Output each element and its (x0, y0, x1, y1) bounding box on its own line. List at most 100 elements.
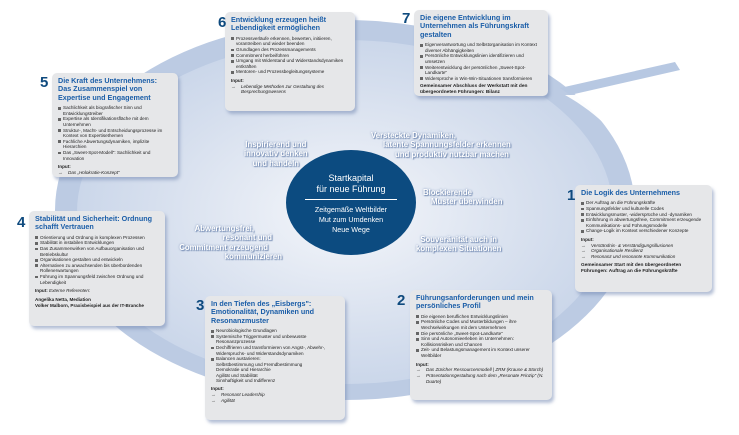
module-item: Die eigenen beruflichen Entwicklungslini… (416, 314, 546, 320)
module-item: Weiterentwicklung der persönlichen „Swee… (420, 65, 542, 76)
input-text: Resonant Leadership (221, 392, 265, 398)
motto-versteckte-dynamiken: Versteckte Dynamiken, latente Spannungsf… (371, 131, 511, 159)
input-item: →Präsentationsgestaltung nach dem „Reson… (416, 373, 546, 384)
module-item: Umgang mit Widerstand und Widerstandsdyn… (231, 58, 349, 69)
module-item: Das „Sweet-Spot-Modell": Sachlichkeit un… (58, 150, 172, 161)
module-2-title: Führungsanforderungen und mein persönlic… (416, 293, 534, 311)
module-1-title: Die Logik des Unternehmens (581, 188, 681, 197)
module-subitem: Demokratie und Hierarchie (216, 367, 271, 373)
module-item: Sinn und Autonomieerleben im Unternehmen… (416, 336, 546, 347)
module-item: Führung im Spannungsfeld zwischen Ordnun… (35, 274, 159, 285)
motto-line: resonant und (222, 233, 272, 243)
module-6-number: 6 (218, 14, 227, 31)
motto-line: und handeln (252, 158, 300, 168)
module-item: Eigenverantwortung und Selbstorganisatio… (420, 42, 542, 53)
center-circle: Startkapital für neue Führung Zeitgemäße… (286, 150, 416, 255)
module-item: Commitment herbeiführen (231, 53, 349, 59)
module-1-number: 1 (567, 187, 576, 204)
module-item: Spannungsfelder und kulturelle Codes (581, 206, 706, 212)
module-item: Struktur-, Macht- und Entscheidungsproze… (58, 128, 172, 139)
input-item: → Resonant Leadership (211, 392, 339, 398)
module-item: Balancen austarieren: (211, 356, 339, 362)
input-label-text: Input: (35, 288, 48, 294)
module-7-items: Eigenverantwortung und Selbstorganisatio… (420, 42, 542, 81)
module-item: Change-Logik im Kontext verschiedener Ko… (581, 228, 706, 234)
module-item: Prozessverläufe erkennen, bewerten, init… (231, 36, 349, 47)
module-4-number: 4 (17, 214, 26, 231)
module-item: Mentoren- und Prozessbegleitungssysteme (231, 69, 349, 75)
input-item: →Organisationale Resilienz (581, 248, 706, 254)
motto-line: Souveränität auch in (420, 235, 498, 244)
input-item: →Lebendige Methoden zur Gestaltung des B… (231, 84, 349, 95)
input-item: → Agilität (211, 398, 339, 404)
module-5-title: Die Kraft des Unternehmens: Das Zusammen… (58, 76, 158, 102)
input-text: Agilität (221, 397, 235, 403)
referent: Angelika Netta, Mediation (35, 296, 91, 302)
module-item: Entwicklungsmuster, -widersprüche und -d… (581, 212, 706, 218)
module-4-title: Stabilität und Sicherheit: Ordnung schaf… (35, 214, 152, 232)
motto-line: innovativ denken (244, 149, 308, 159)
input-label: Input: (211, 386, 224, 392)
module-3-title: In den Tiefen des „Eisbergs": Emotionali… (211, 299, 315, 325)
center-title: Startkapital für neue Führung (286, 173, 416, 195)
module-subitem: Agilität und Stabilität (216, 372, 258, 378)
module-7-title: Die eigene Entwicklung im Unternehmen al… (420, 13, 530, 39)
module-6-title: Entwicklung erzeugen heißt Lebendigkeit … (231, 15, 327, 33)
module-item: Das Zusammenwirken von Aufbauorganisatio… (35, 246, 159, 257)
input-text: Das „Holokratie-Konzept" (68, 169, 120, 175)
arrow-right-icon: → (231, 83, 236, 89)
motto-line: Commitment erzeugend (179, 242, 268, 252)
module-4-items: Orientierung und Ordnung in komplexen Pr… (35, 235, 159, 285)
input-label: Input: (581, 236, 594, 242)
module-item: Persönliche Codes und Musterbildungen – … (416, 319, 546, 330)
module-2-number: 2 (397, 292, 406, 309)
motto-line: kommunizieren (224, 252, 282, 262)
module-item: Organisationen gestalten und entwickeln (35, 257, 159, 263)
arrow-right-icon: → (416, 372, 421, 378)
module-3-card: In den Tiefen des „Eisbergs": Emotionali… (205, 296, 345, 420)
input-label: Input: (416, 361, 429, 367)
module-3-number: 3 (196, 297, 205, 314)
module-7-closing: Gemeinsamer Abschluss der Werkstatt mit … (420, 84, 528, 96)
module-2-card: Führungsanforderungen und mein persönlic… (410, 290, 552, 400)
motto-line: Abwertungsfrei, (194, 224, 254, 233)
module-5-number: 5 (40, 74, 49, 91)
center-title-line1: Startkapital (328, 173, 374, 183)
input-item: →Das „Holokratie-Konzept" (58, 170, 172, 176)
module-item: Stabilität in instabilen Entwicklungen (35, 240, 159, 246)
arrow-right-icon: → (581, 242, 586, 248)
arrow-right-icon: → (416, 367, 421, 373)
module-3-items: Neurobiologische Grundlagen Systemische … (211, 328, 339, 362)
module-item: Expertise als Identifikationsfläche mit … (58, 116, 172, 127)
module-item: Sachlichkeit als biografischer Sinn und … (58, 105, 172, 116)
input-item: →Das Züricher Ressourcenmodell | ZRM (Kr… (416, 367, 546, 373)
motto-line: und produktiv nutzbar machen (395, 149, 509, 159)
module-item: Dechiffrieren und transformieren von Ang… (211, 345, 339, 356)
center-line: Mut zum Umdenken (318, 215, 384, 224)
input-item: →Verständnis- & Verständigungsillusionen (581, 243, 706, 249)
motto-abwertungsfrei: Abwertungsfrei, resonant und Commitment … (176, 224, 282, 262)
center-line: Neue Wege (332, 225, 370, 234)
module-item: Einführung in abwertungsfreie, Commitmen… (581, 217, 706, 228)
input-text: Resonanz und resonante Kommunikation (591, 253, 676, 259)
module-5-items: Sachlichkeit als biografischer Sinn und … (58, 105, 172, 161)
module-2-items: Die eigenen beruflichen Entwicklungslini… (416, 314, 546, 359)
motto-souveraenitaet: Souveränität auch in komplexen Situation… (416, 235, 501, 254)
motto-line: Blockierende (423, 188, 472, 197)
input-label: Input: Externe Referenten: (35, 288, 159, 294)
arrow-right-icon: → (211, 397, 216, 403)
module-subitem: Sinnhaftigkeit und Indifferenz (216, 378, 276, 383)
module-subitem: Selbstbestimmung und Fremdbestimmung (216, 361, 303, 367)
center-divider (305, 199, 397, 200)
arrow-right-icon: → (211, 392, 216, 398)
module-1-card: Die Logik des Unternehmens Der Auftrag a… (575, 185, 712, 292)
module-6-items: Prozessverläufe erkennen, bewerten, init… (231, 36, 349, 75)
input-extra-text: Externe Referenten: (49, 288, 91, 294)
module-item: Zeit- und Belastungsmanagement im Kontex… (416, 347, 546, 358)
module-item: Orientierung und Ordnung in komplexen Pr… (35, 235, 159, 241)
module-item: Alternativen zu anwachsenden bis überbor… (35, 263, 159, 274)
motto-line: Versteckte Dynamiken, (371, 131, 456, 140)
module-item: Fachliche Abwertungsdynamiken, implizite… (58, 139, 172, 150)
motto-line: latente Spannungsfelder erkennen (383, 140, 511, 150)
module-item: Systemische Triggermuster und unbewusste… (211, 334, 339, 345)
